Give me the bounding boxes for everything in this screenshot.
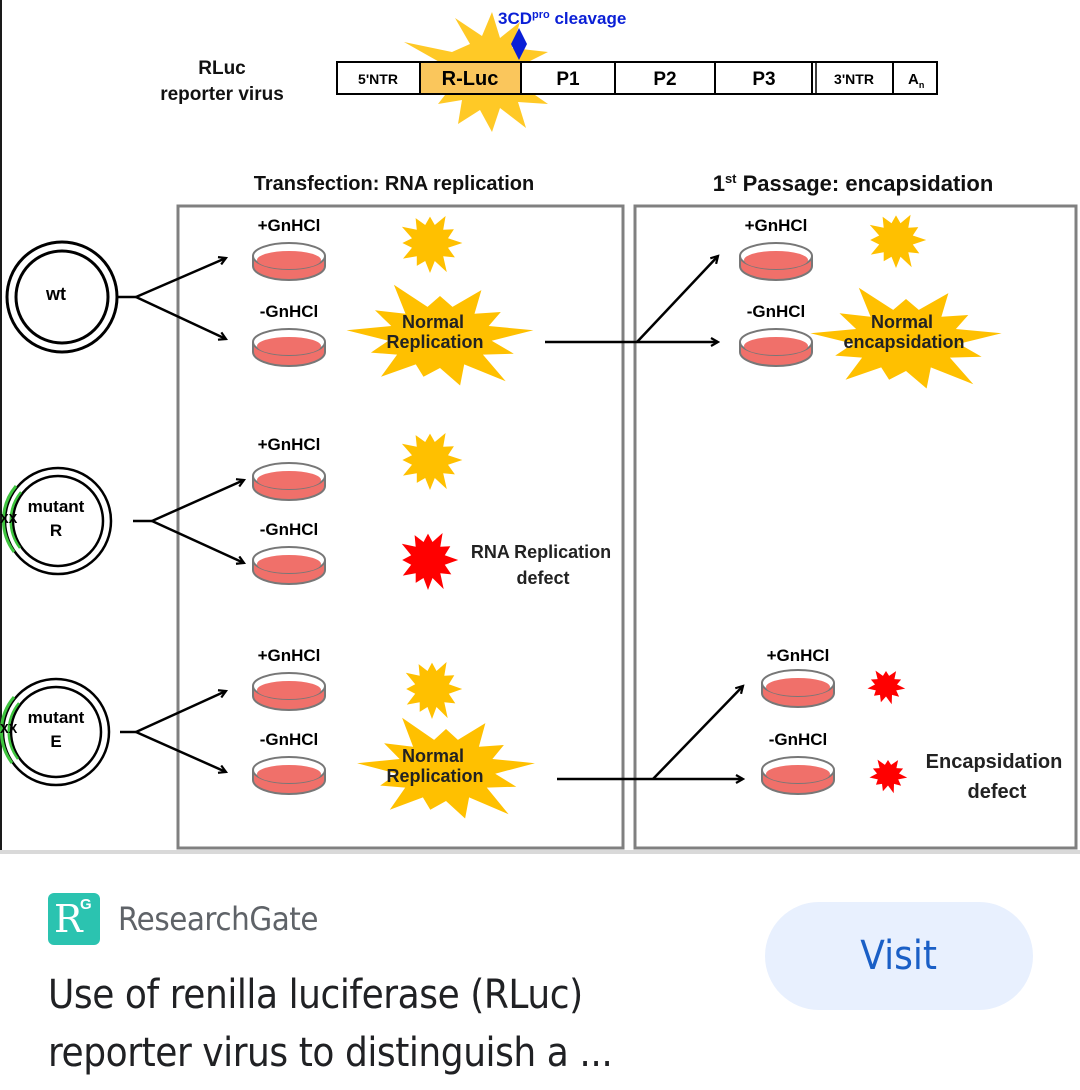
construct-wt — [5, 240, 119, 354]
outcome-label: Replication — [386, 332, 483, 352]
dish-r-minus — [252, 546, 326, 585]
dish-e-minus — [252, 756, 326, 795]
normal-encapsidation-burst-icon — [810, 287, 1002, 389]
dish-label: +GnHCl — [258, 435, 321, 454]
source-name: ResearchGate — [118, 900, 319, 938]
mutant-r-mark: XX — [0, 511, 18, 526]
fork-arrows — [117, 256, 743, 779]
dish-label: -GnHCl — [747, 302, 806, 321]
segment-p1: P1 — [556, 69, 580, 90]
genome-map — [336, 61, 938, 95]
red-defect-burst-icon — [867, 670, 906, 705]
result-title-link[interactable]: Use of renilla luciferase (RLuc) reporte… — [48, 966, 748, 1082]
segment-p3: P3 — [752, 69, 775, 90]
dish-e-passage-plus — [761, 669, 835, 708]
genome-label-line1: RLuc — [198, 58, 246, 79]
cleavage-site-icon — [511, 28, 527, 60]
divider — [0, 850, 1080, 854]
visit-button[interactable]: Visit — [765, 902, 1033, 1010]
mutant-r-label-line1: mutant — [28, 497, 85, 516]
outcome-label: Replication — [386, 766, 483, 786]
segment-5ntr: 5'NTR — [358, 71, 398, 87]
mutant-e-label-line1: mutant — [28, 708, 85, 727]
construct-mutant-e — [0, 677, 111, 787]
normal-replication-burst-icon — [357, 717, 535, 819]
mutant-e-label-line2: E — [50, 732, 61, 751]
construct-wt-label: wt — [45, 284, 66, 304]
dish-e-plus — [252, 672, 326, 711]
screen-left-edge — [0, 0, 2, 1090]
segment-p2: P2 — [653, 69, 676, 90]
segment-rluc: R-Luc — [442, 68, 499, 90]
cleavage-label: 3CDpro cleavage — [498, 9, 626, 28]
outcome-label: Normal — [402, 746, 464, 766]
red-defect-burst-icon — [869, 759, 908, 794]
outcome-label: encapsidation — [843, 332, 964, 352]
small-yellow-burst-icon — [869, 214, 927, 268]
passage-panel — [633, 204, 1078, 850]
small-yellow-burst-icon — [401, 433, 463, 490]
logo-superscript: G — [80, 896, 92, 913]
dish-label: -GnHCl — [260, 730, 319, 749]
logo-letter: R — [54, 897, 83, 941]
dish-r-plus — [252, 462, 326, 501]
visit-button-label: Visit — [860, 933, 938, 979]
dish-label: -GnHCl — [260, 302, 319, 321]
dish-wt-passage-plus — [739, 242, 813, 281]
dish-e-passage-minus — [761, 756, 835, 795]
small-yellow-burst-icon — [401, 216, 463, 273]
mutant-r-label-line2: R — [50, 521, 62, 540]
transfection-panel — [176, 204, 625, 850]
result-title-line2: reporter virus to distinguish a ... — [48, 1030, 613, 1076]
result-image[interactable]: RLuc reporter virus 5'NTR R-Luc P1 P2 P3… — [0, 0, 1080, 852]
segment-3ntr: 3'NTR — [834, 71, 874, 87]
outcome-label: RNA Replication — [471, 542, 611, 562]
dish-wt-minus — [252, 328, 326, 367]
outcome-label: Encapsidation — [926, 751, 1063, 773]
outcome-label: defect — [968, 781, 1027, 803]
source-row[interactable]: R G ResearchGate — [48, 893, 335, 945]
normal-replication-burst-icon — [346, 284, 534, 386]
researchgate-logo-icon: R G — [48, 893, 100, 945]
outcome-label: defect — [516, 568, 569, 588]
dish-label: -GnHCl — [260, 520, 319, 539]
mutant-e-mark: XX — [0, 721, 18, 736]
dish-label: -GnHCl — [769, 730, 828, 749]
burst-group — [346, 214, 1002, 819]
genome-label-line2: reporter virus — [160, 84, 284, 105]
outcome-label: Normal — [402, 312, 464, 332]
dish-label: +GnHCl — [258, 646, 321, 665]
transfection-title: Transfection: RNA replication — [254, 173, 534, 195]
dish-label: +GnHCl — [745, 216, 808, 235]
dish-label: +GnHCl — [767, 646, 830, 665]
diagram-svg: RLuc reporter virus 5'NTR R-Luc P1 P2 P3… — [0, 9, 1078, 850]
segment-polya: An — [908, 71, 924, 90]
dish-wt-plus — [252, 242, 326, 281]
outcome-label: Normal — [871, 312, 933, 332]
dish-wt-passage-minus — [739, 328, 813, 367]
small-yellow-burst-icon — [405, 662, 463, 719]
red-defect-burst-icon — [401, 533, 459, 590]
passage-title: 1st Passage: encapsidation — [713, 171, 994, 196]
dish-label: +GnHCl — [258, 216, 321, 235]
result-title-line1: Use of renilla luciferase (RLuc) — [48, 972, 583, 1018]
construct-mutant-r — [1, 466, 113, 576]
